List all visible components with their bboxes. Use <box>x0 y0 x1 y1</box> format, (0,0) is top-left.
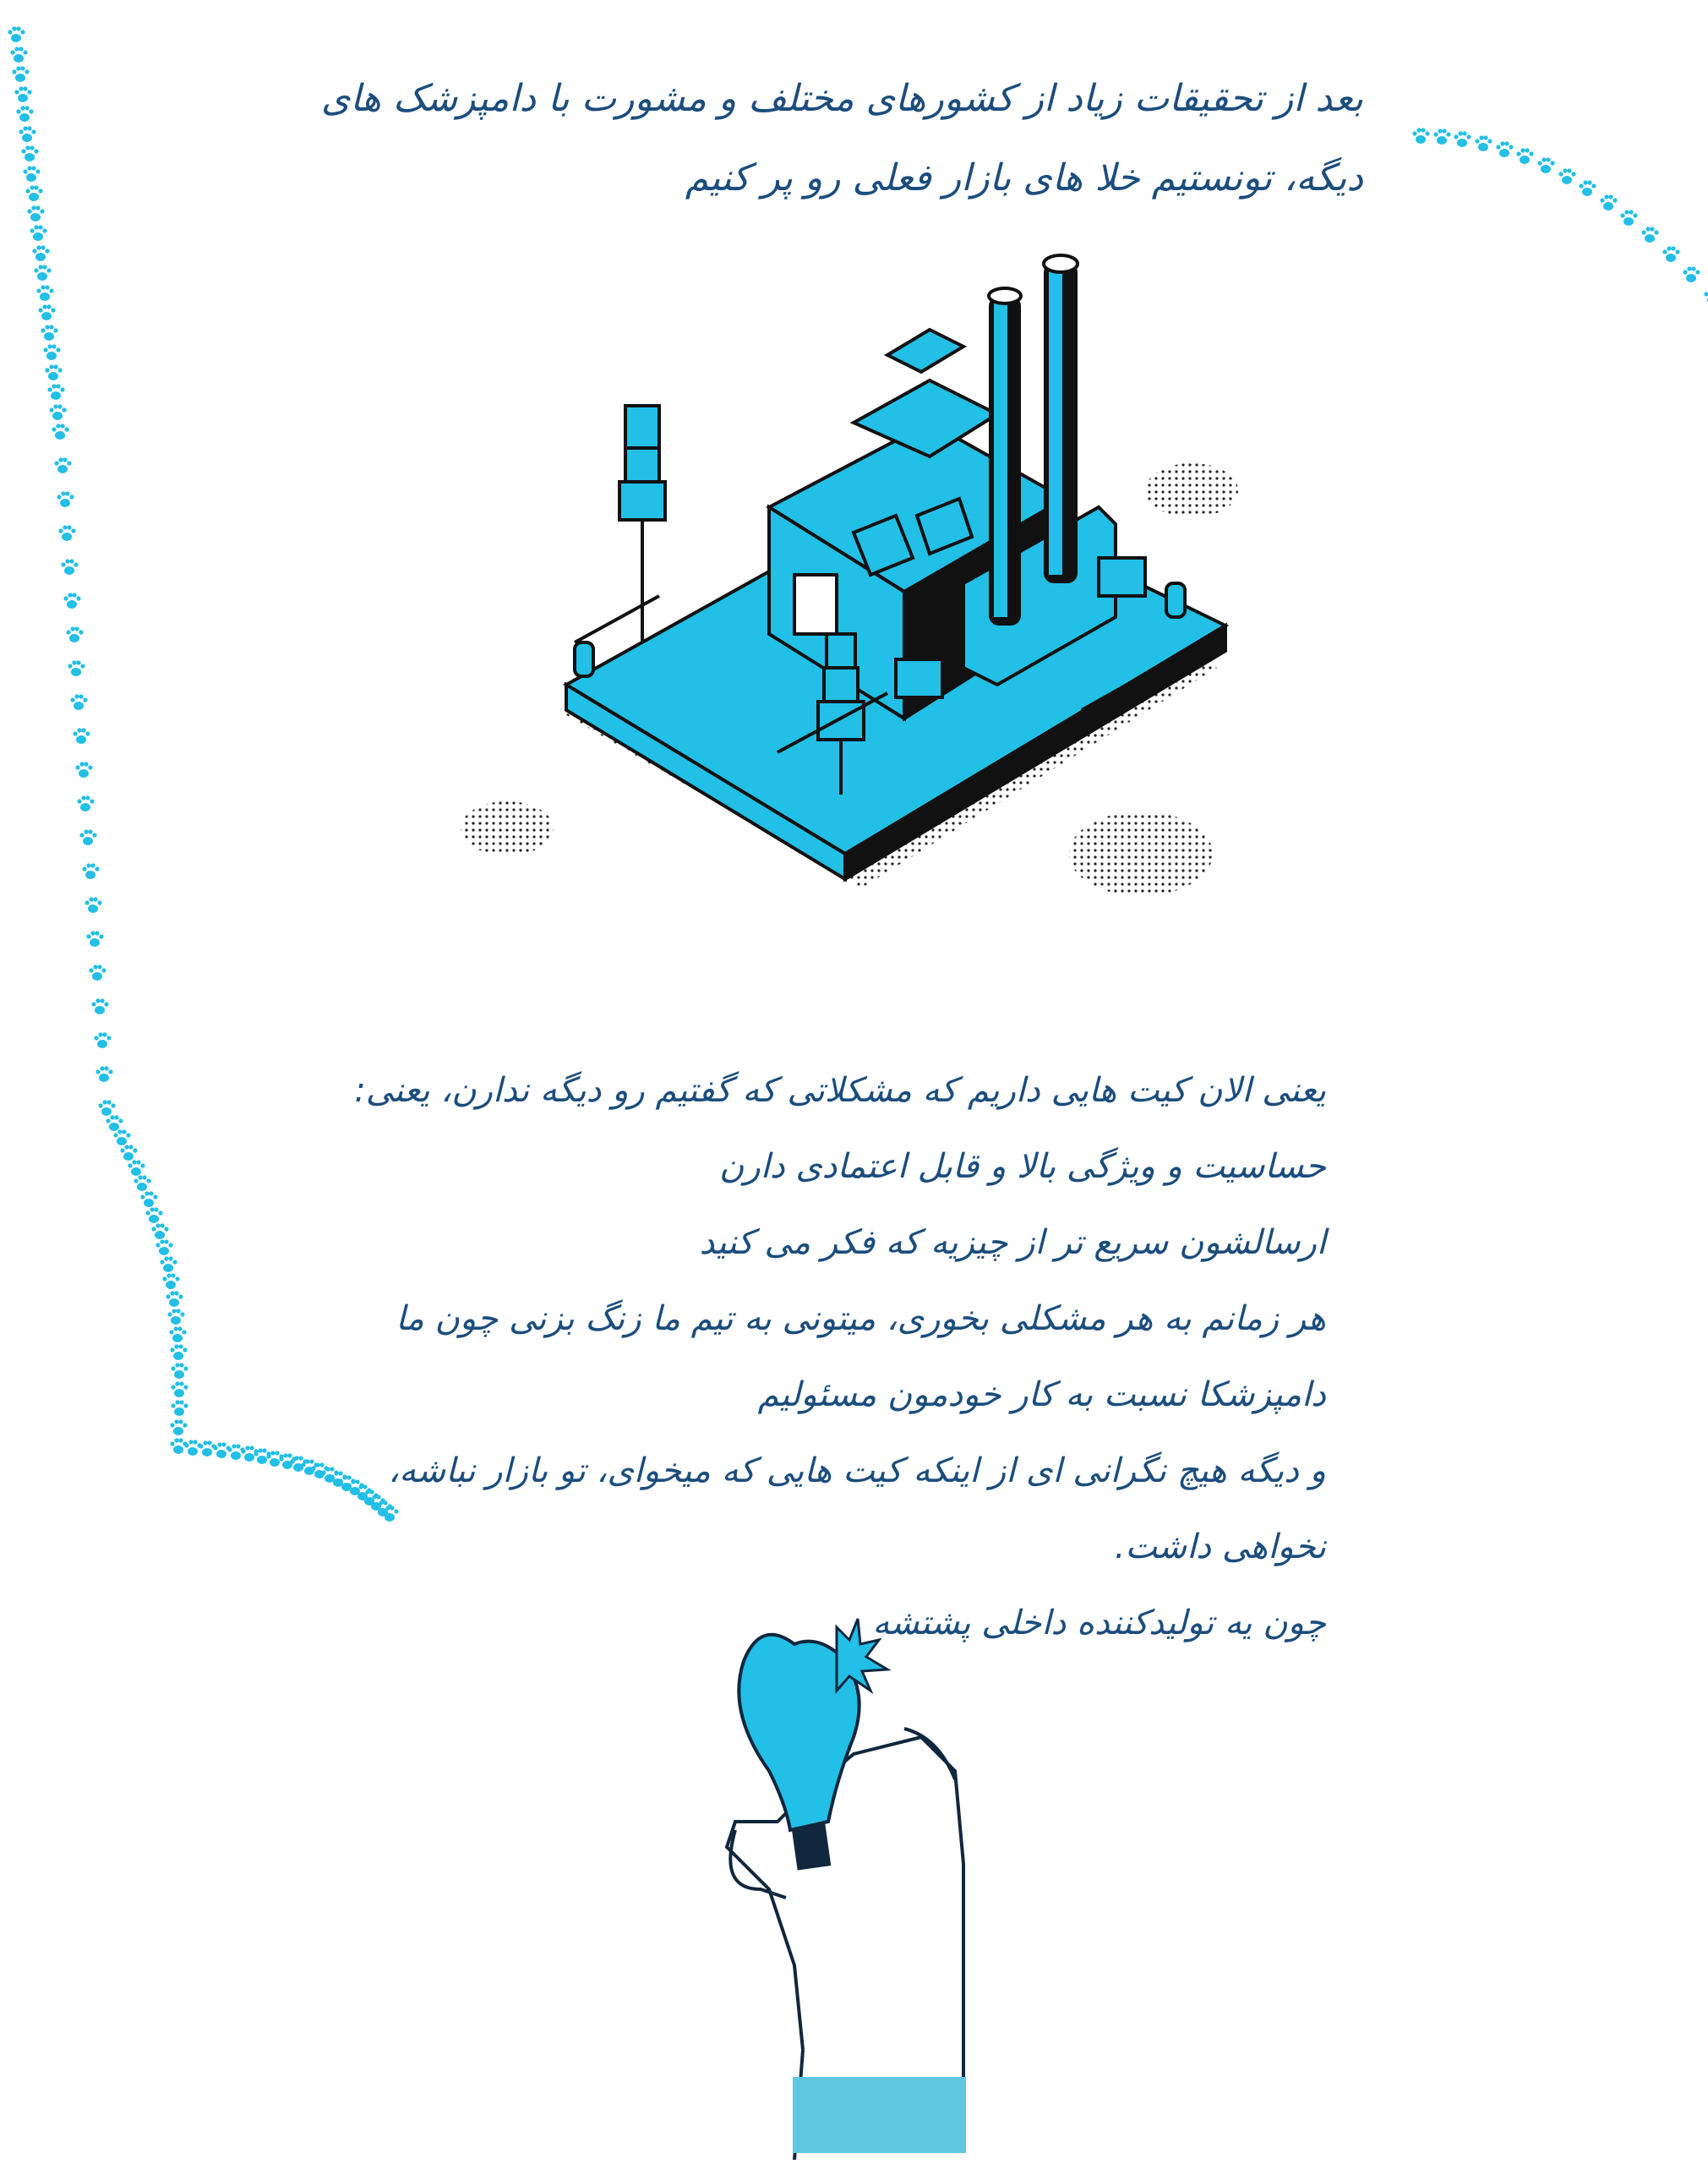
paw-print-icon <box>52 424 69 440</box>
paw-print-icon <box>38 304 56 320</box>
paw-print-icon <box>47 384 65 400</box>
features-list: یعنی الان کیت هایی داریم که مشکلاتی که گ… <box>295 1052 1326 1661</box>
paw-print-icon <box>134 1175 152 1192</box>
paw-print-icon <box>1662 245 1680 262</box>
paw-print-icon <box>1600 194 1618 210</box>
paw-print-icon <box>49 403 67 420</box>
paw-print-icon <box>79 829 97 845</box>
paw-print-icon <box>170 1419 188 1435</box>
dot-patch <box>1145 463 1238 517</box>
paw-print-icon <box>171 1363 188 1380</box>
paw-print-icon <box>91 998 109 1014</box>
paw-print-icon <box>8 26 25 42</box>
sleeve <box>793 2077 966 2153</box>
paw-print-icon <box>93 1032 112 1048</box>
feature-availability: و دیگه هیچ نگرانی ای از اینکه کیت هایی ک… <box>388 1451 1326 1566</box>
paw-print-icon <box>170 1438 188 1454</box>
paw-print-icon <box>73 728 90 744</box>
paw-print-icon <box>74 762 93 778</box>
paw-print-icon <box>95 1066 113 1082</box>
paw-print-icon <box>1641 227 1659 243</box>
paw-print-icon <box>1579 180 1596 197</box>
paw-print-icon <box>1454 131 1471 147</box>
paw-print-icon <box>98 1100 116 1116</box>
paw-print-icon <box>162 1273 180 1290</box>
paw-print-icon <box>290 1456 308 1473</box>
paw-print-icon <box>167 1309 185 1325</box>
paw-print-icon <box>19 125 36 142</box>
paw-print-icon <box>1433 128 1451 145</box>
paw-print-icon <box>68 660 85 676</box>
paw-print-icon <box>63 593 81 609</box>
paw-print-icon <box>82 863 100 879</box>
intro-paragraph: بعد از تحقیقات زیاد از کشورهای مختلف و م… <box>320 77 1363 199</box>
paw-print-icon <box>41 324 58 341</box>
paw-print-icon <box>145 1207 164 1223</box>
paw-print-icon <box>45 363 63 380</box>
paw-print-icon <box>1683 266 1700 282</box>
paw-print-icon <box>58 525 76 541</box>
paw-print-icon <box>12 66 30 82</box>
paw-print-icon <box>120 1145 138 1161</box>
paw-print-icon <box>20 145 39 161</box>
factory-illustration <box>461 254 1238 896</box>
paw-print-icon <box>1495 140 1514 157</box>
paw-print-icon <box>171 1400 188 1417</box>
paw-print-icon <box>1516 148 1534 165</box>
paw-print-icon <box>34 265 52 281</box>
paw-print-icon <box>1412 128 1430 144</box>
paw-print-icon <box>84 897 102 913</box>
paw-print-icon <box>150 1223 169 1239</box>
paw-print-icon <box>170 1344 188 1361</box>
paw-print-icon <box>77 795 95 812</box>
feature-domestic-producer: چون یه تولیدکننده داخلی پشتشه <box>872 1604 1326 1642</box>
paw-print-icon <box>1704 292 1708 303</box>
paw-print-icon <box>227 1444 245 1461</box>
paw-print-icon <box>128 1160 145 1177</box>
paw-print-icon <box>42 344 61 360</box>
features-intro-line: یعنی الان کیت هایی داریم که مشکلاتی که گ… <box>354 1071 1326 1110</box>
paw-print-icon <box>1558 167 1576 184</box>
paw-print-icon <box>54 457 72 473</box>
paw-print-icon <box>156 1239 173 1256</box>
paw-print-icon <box>27 205 45 221</box>
paw-print-icon <box>169 1326 187 1342</box>
paw-print-icon <box>56 491 74 507</box>
paw-print-icon <box>1475 135 1492 151</box>
paw-print-icon <box>16 106 34 122</box>
paw-print-icon <box>61 559 79 575</box>
paw-print-icon <box>106 1115 123 1131</box>
paw-print-icon <box>86 931 104 947</box>
paw-print-icon <box>184 1440 202 1456</box>
paw-print-icon <box>23 165 41 182</box>
paw-print-icon <box>31 244 50 261</box>
feature-fast-shipping: ارسالشون سریع تر از چیزیه که فکر می کنید <box>699 1223 1326 1262</box>
paw-print-icon <box>113 1129 131 1146</box>
paw-print-icon <box>25 185 43 201</box>
dot-patch <box>461 801 554 855</box>
dot-patch <box>1069 812 1213 896</box>
paw-print-icon <box>278 1453 297 1469</box>
paw-print-icon <box>65 626 84 642</box>
paw-print-icon <box>1620 210 1639 226</box>
paw-print-icon <box>140 1191 158 1207</box>
paw-print-icon <box>14 85 32 102</box>
paw-print-icon <box>381 1506 399 1522</box>
spark-icon <box>835 1618 892 1695</box>
paw-print-icon <box>1537 157 1555 173</box>
paw-print-icon <box>70 694 88 710</box>
paw-print-icon <box>171 1381 188 1398</box>
feature-support: هر زمانم به هر مشکلی بخوری، میتونی به تی… <box>396 1299 1326 1414</box>
paw-print-icon <box>165 1291 183 1307</box>
paw-print-icon <box>30 225 47 241</box>
feature-sensitivity: حساسیت و ویژگی بالا و قابل اعتمادی دارن <box>719 1147 1326 1186</box>
paw-print-icon <box>159 1256 177 1272</box>
paw-print-icon <box>9 46 28 63</box>
paw-print-icon <box>36 284 54 301</box>
paw-print-icon <box>89 965 106 981</box>
lightbulb-hand-illustration <box>724 1618 966 2160</box>
paw-print-icon <box>254 1448 271 1464</box>
